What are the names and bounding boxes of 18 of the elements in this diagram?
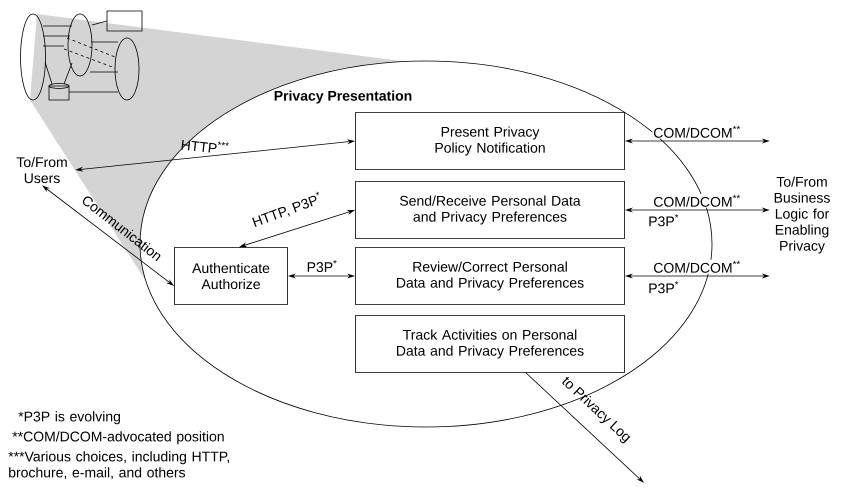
protocol-label: P3P$^{*}$	[647, 280, 680, 294]
edge-label: COM/DCOM$^{**}$	[652, 124, 742, 139]
edge-label: COM/DCOM$^{**}$	[652, 260, 742, 274]
endpoint-label: To/From Business Logic for Enabling Privacy	[774, 176, 830, 254]
footnote: **COM/DCOM-advocated position	[12, 431, 224, 444]
endpoint-label: To/From Users	[16, 156, 67, 184]
protocol-label: P3P$^{*}$	[647, 213, 680, 228]
edge-label: HTTP$^{***}$	[181, 140, 229, 152]
process-box: Track Activities on Personal Data and Privacy Preferences	[355, 315, 625, 373]
footnote: *P3P is evolving	[18, 411, 120, 424]
edge-label: HTTP, P3P$^{*}$	[252, 192, 320, 227]
process-box: Review/Correct Personal Data and Privacy Preferences	[355, 247, 625, 305]
process-box: Authenticate Authorize	[174, 247, 288, 305]
edge-label: COM/DCOM$^{**}$	[652, 194, 742, 208]
process-box: Send/Receive Personal Data and Privacy Preferences	[355, 181, 625, 239]
edge-label: P3P$^{*}$	[308, 260, 337, 272]
footnote: ***Various choices, including HTTP, brochure, e-mail, and others	[8, 451, 229, 480]
process-box: Present Privacy Policy Notification	[355, 112, 625, 170]
